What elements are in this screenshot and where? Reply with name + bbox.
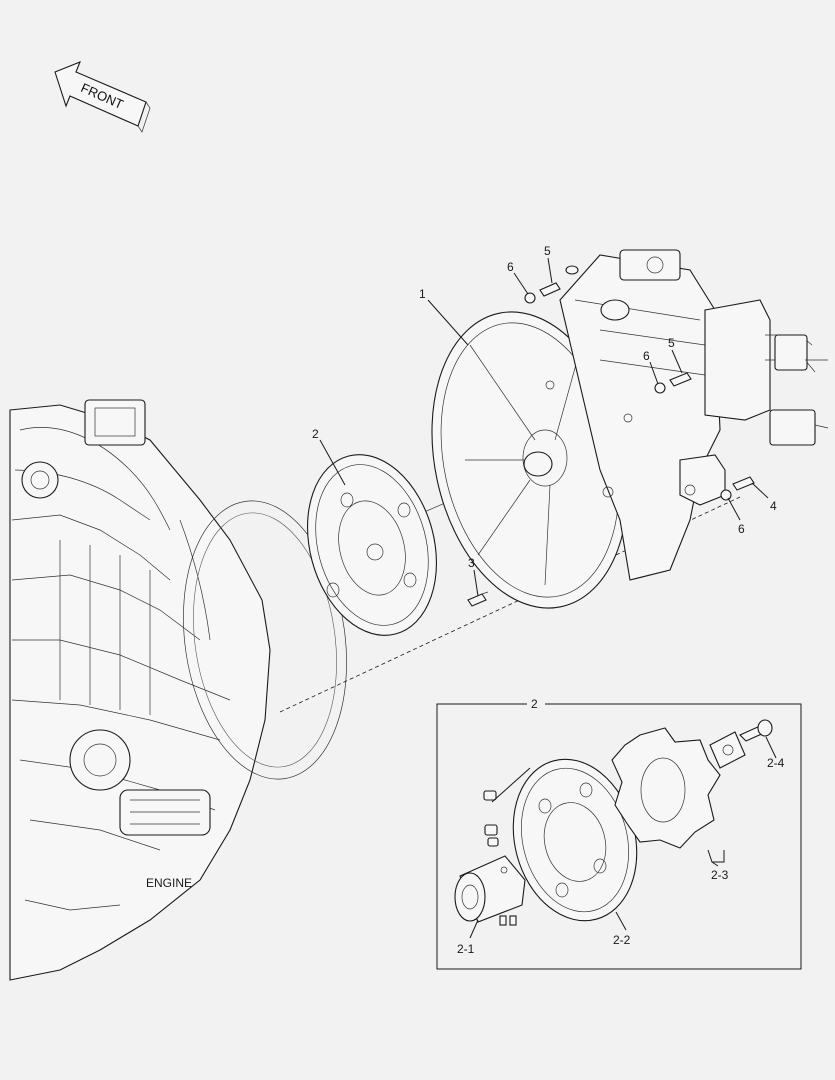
bolt-2-4	[739, 719, 773, 742]
bolt-5-top	[539, 282, 561, 297]
callout-6-mid: 6	[643, 349, 650, 363]
callout-6-top: 6	[507, 260, 514, 274]
callout-2-3: 2-3	[711, 868, 729, 882]
set-screw	[483, 790, 497, 801]
washer-6-low	[720, 489, 732, 501]
engine-drawing	[9, 399, 347, 981]
hub-2-1	[454, 824, 526, 926]
washer-6-mid	[654, 382, 666, 394]
bolt-4	[732, 476, 755, 491]
callout-1: 1	[419, 287, 426, 301]
engine-label: ENGINE	[146, 876, 192, 890]
callout-6-low: 6	[738, 522, 745, 536]
detail-box	[436, 696, 802, 970]
callout-5-top: 5	[544, 244, 551, 258]
callout-5-mid: 5	[668, 336, 675, 350]
coupling-plate	[307, 454, 437, 636]
callout-3: 3	[468, 556, 475, 570]
bolt-3	[467, 591, 489, 607]
bolt-5-mid	[669, 372, 692, 387]
callout-2-4: 2-4	[767, 756, 785, 770]
detail-title: 2	[531, 697, 538, 711]
callout-2-1: 2-1	[457, 942, 475, 956]
detail-frame	[436, 703, 802, 970]
callout-2-2: 2-2	[613, 933, 631, 947]
front-arrow-icon	[54, 61, 151, 133]
pump-housing	[431, 249, 829, 609]
element-2-3	[611, 727, 746, 849]
washer-6-top	[524, 292, 536, 304]
callout-2: 2	[312, 427, 319, 441]
callout-4: 4	[770, 499, 777, 513]
